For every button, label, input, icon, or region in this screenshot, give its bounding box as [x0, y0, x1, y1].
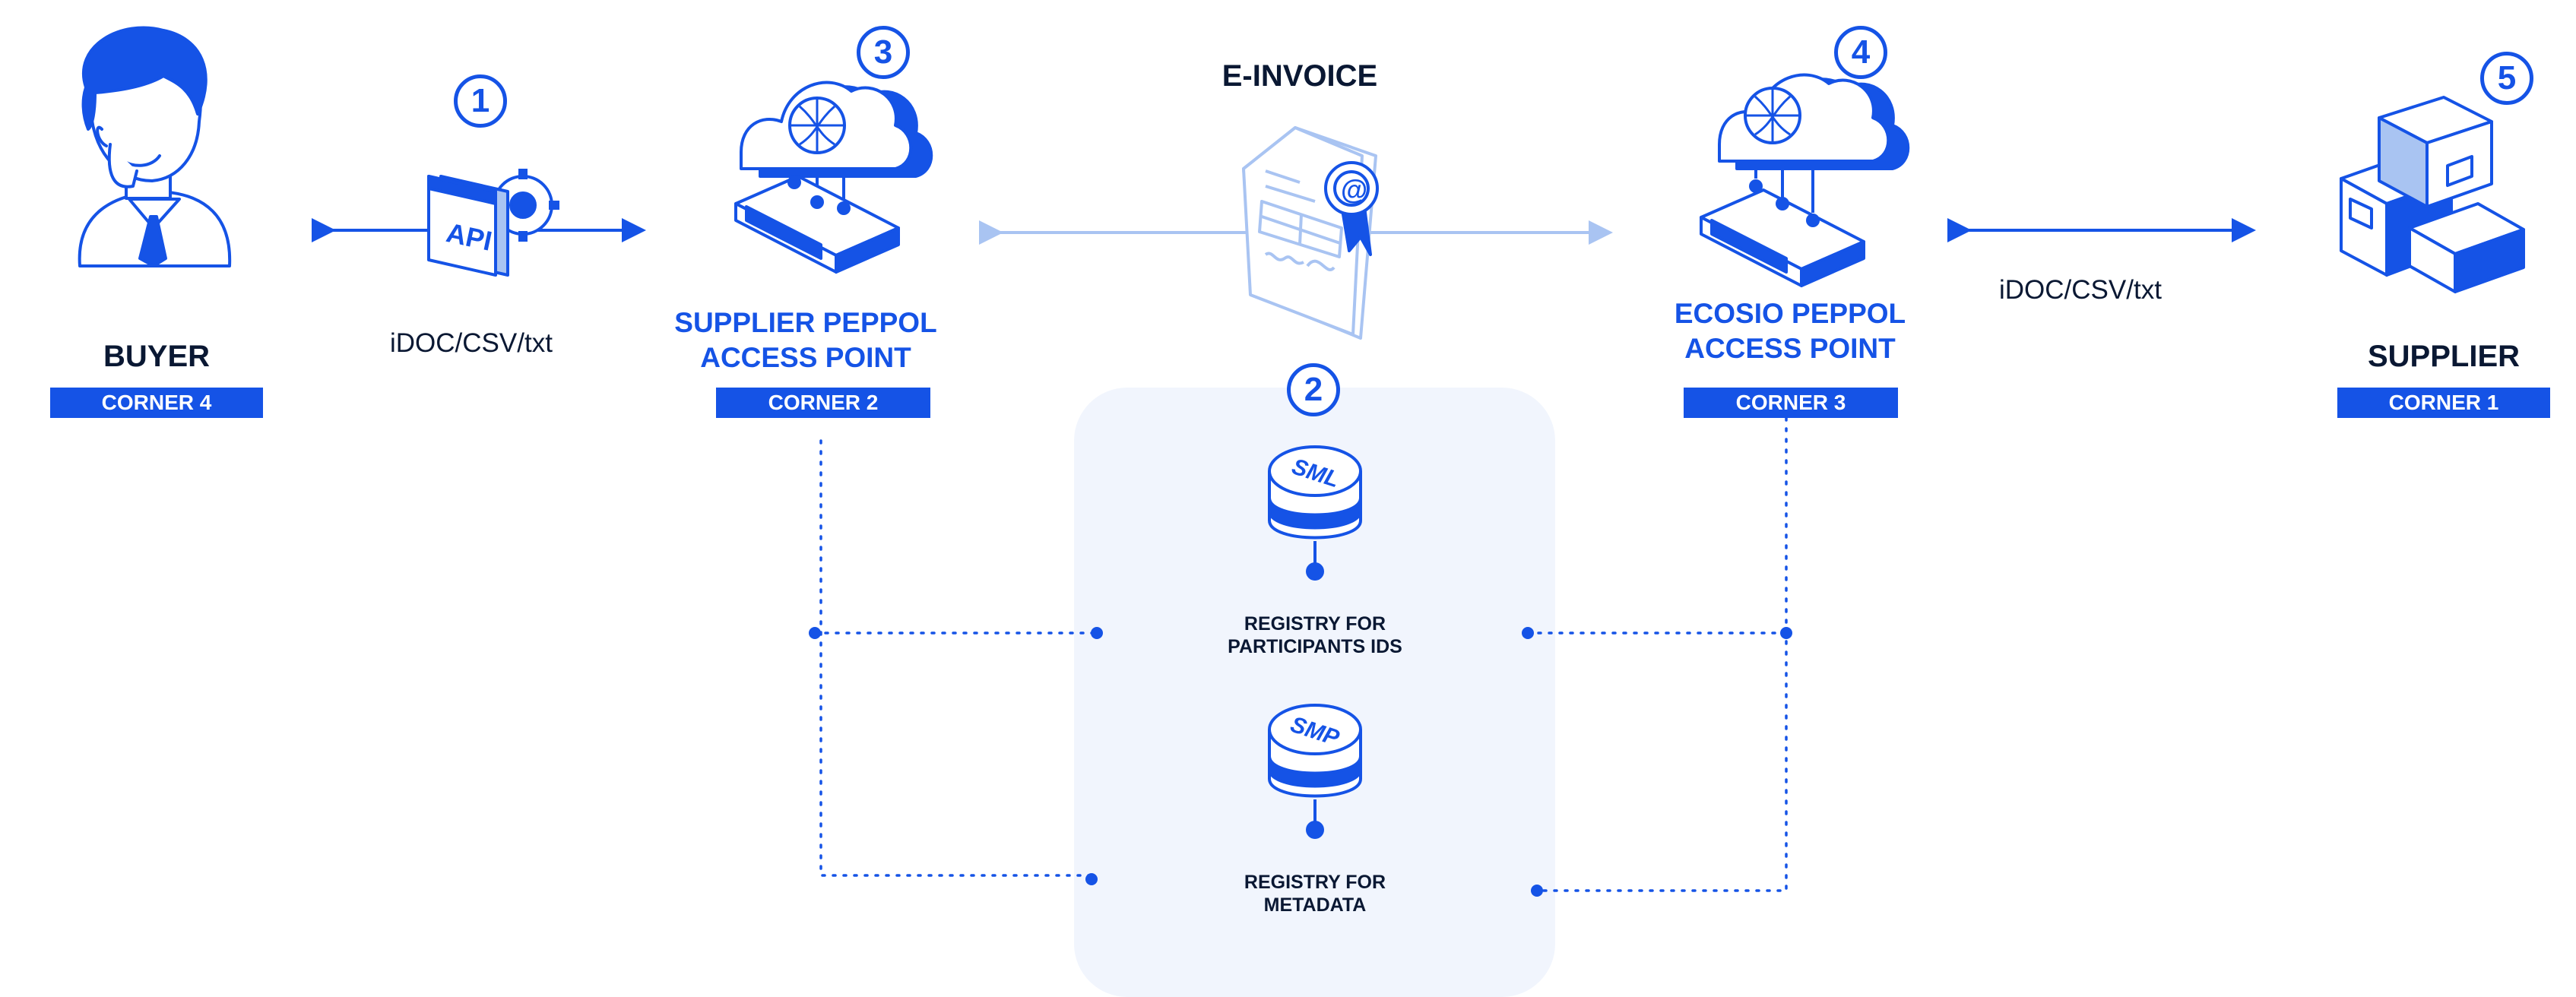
smp-registry-line2: METADATA	[1263, 894, 1367, 916]
supplier-ap-dots	[787, 176, 851, 215]
einvoice-title: E-INVOICE	[1221, 59, 1378, 93]
ecosio-access-point-icon	[1700, 73, 1910, 287]
step-number-1: 1	[454, 74, 507, 128]
sml-pin-dot	[1306, 562, 1324, 581]
supplier-ap-corner-badge: CORNER 2	[716, 388, 930, 418]
step-number-3: 3	[857, 26, 910, 79]
supplier-boxes-icon	[2340, 96, 2525, 293]
supplier-ap-title-line1: SUPPLIER PEPPOL	[674, 307, 937, 338]
supplier-corner-badge: CORNER 1	[2337, 388, 2550, 418]
registry-panel	[1074, 388, 1555, 997]
buyer-corner-badge: CORNER 4	[50, 388, 263, 418]
buyer-person-icon	[78, 26, 232, 267]
sml-database-icon	[1268, 445, 1362, 566]
ecosio-ap-title: ECOSIO PEPPOL ACCESS POINT	[1653, 296, 1927, 366]
ecosio-ap-corner-badge: CORNER 3	[1684, 388, 1898, 418]
format-label-right: iDOC/CSV/txt	[1999, 275, 2162, 305]
sml-registry-label: REGISTRY FOR PARTICIPANTS IDS	[1201, 612, 1429, 658]
step-number-5: 5	[2480, 52, 2533, 105]
api-icon	[427, 169, 559, 277]
dotted-connectors	[813, 416, 1788, 892]
connector-dots	[809, 627, 1792, 897]
step-number-4: 4	[1834, 26, 1887, 79]
smp-database-icon	[1268, 704, 1362, 825]
smp-registry-label: REGISTRY FOR METADATA	[1201, 871, 1429, 916]
smp-pin-dot	[1306, 821, 1324, 839]
step-number-2: 2	[1287, 363, 1340, 416]
format-label-left: iDOC/CSV/txt	[390, 328, 553, 358]
sml-registry-line2: PARTICIPANTS IDS	[1228, 636, 1402, 657]
smp-registry-line1: REGISTRY FOR	[1244, 872, 1386, 893]
supplier-access-point-icon	[734, 81, 933, 274]
ecosio-ap-title-line2: ACCESS POINT	[1684, 333, 1896, 364]
supplier-title: SUPPLIER	[2367, 340, 2521, 373]
supplier-ap-title-line2: ACCESS POINT	[700, 342, 911, 373]
ecosio-ap-title-line1: ECOSIO PEPPOL	[1674, 298, 1906, 329]
buyer-title: BUYER	[103, 340, 211, 373]
sml-registry-line1: REGISTRY FOR	[1244, 613, 1386, 635]
supplier-ap-title: SUPPLIER PEPPOL ACCESS POINT	[669, 305, 943, 375]
invoice-document-icon	[1242, 126, 1379, 340]
invoice-at-symbol: @	[1341, 174, 1367, 205]
ecosio-ap-dots	[1749, 179, 1820, 227]
